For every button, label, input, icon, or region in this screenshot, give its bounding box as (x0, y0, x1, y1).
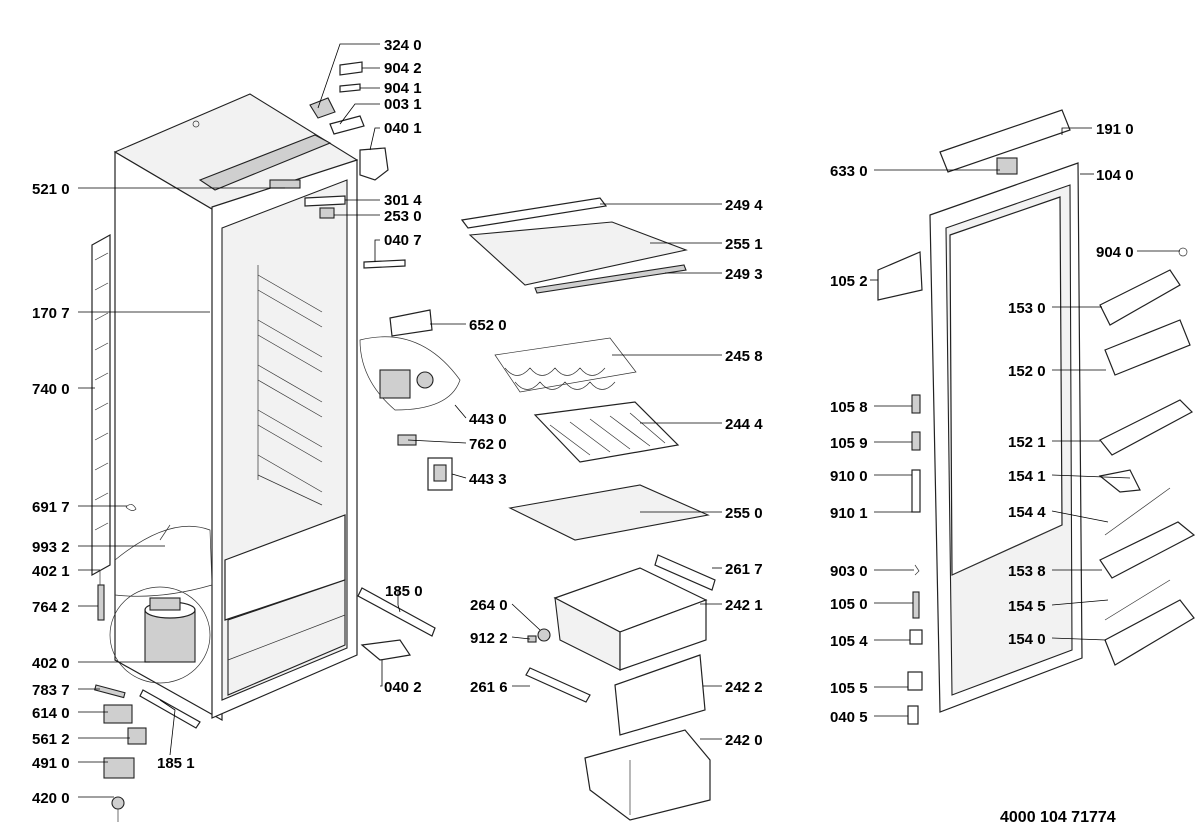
label-242-2: 242 2 (725, 679, 763, 696)
document-number: 4000 104 71774 (1000, 809, 1116, 826)
door-gasket (939, 109, 1071, 173)
condenser-part-740-0 (91, 233, 111, 577)
part-labels: 324 0 904 2 904 1 003 1 040 1 301 4 253 … (32, 37, 1134, 826)
door-bins (1098, 247, 1196, 666)
label-105-9: 105 9 (830, 435, 868, 452)
label-170-7: 170 7 (32, 305, 70, 322)
label-261-6: 261 6 (470, 679, 508, 696)
label-764-2: 764 2 (32, 599, 70, 616)
label-264-0: 264 0 (470, 597, 508, 614)
label-301-4: 301 4 (384, 192, 422, 209)
label-040-1: 040 1 (384, 120, 422, 137)
label-324-0: 324 0 (384, 37, 422, 54)
small-parts-left (94, 504, 201, 822)
label-154-5: 154 5 (1008, 598, 1046, 615)
label-105-0: 105 0 (830, 596, 868, 613)
crisper-drawers (525, 554, 716, 821)
label-245-8: 245 8 (725, 348, 763, 365)
label-903-0: 903 0 (830, 563, 868, 580)
label-491-0: 491 0 (32, 755, 70, 772)
label-904-0: 904 0 (1096, 244, 1134, 261)
label-652-0: 652 0 (469, 317, 507, 334)
label-402-0: 402 0 (32, 655, 70, 672)
label-762-0: 762 0 (469, 436, 507, 453)
label-910-0: 910 0 (830, 468, 868, 485)
label-904-2: 904 2 (384, 60, 422, 77)
label-561-2: 561 2 (32, 731, 70, 748)
label-003-1: 003 1 (384, 96, 422, 113)
label-154-4: 154 4 (1008, 504, 1046, 521)
label-152-0: 152 0 (1008, 363, 1046, 380)
top-parts (269, 61, 406, 269)
label-443-0: 443 0 (469, 411, 507, 428)
label-040-7: 040 7 (384, 232, 422, 249)
label-633-0: 633 0 (830, 163, 868, 180)
label-255-1: 255 1 (725, 236, 763, 253)
label-255-0: 255 0 (725, 505, 763, 522)
label-614-0: 614 0 (32, 705, 70, 722)
label-191-0: 191 0 (1096, 121, 1134, 138)
label-040-5: 040 5 (830, 709, 868, 726)
label-912-2: 912 2 (470, 630, 508, 647)
label-521-0: 521 0 (32, 181, 70, 198)
label-154-0: 154 0 (1008, 631, 1046, 648)
label-185-1: 185 1 (157, 755, 195, 772)
label-249-3: 249 3 (725, 266, 763, 283)
label-105-2: 105 2 (830, 273, 868, 290)
glass-shelf-lower (508, 484, 710, 541)
label-153-8: 153 8 (1008, 563, 1046, 580)
label-904-1: 904 1 (384, 80, 422, 97)
label-244-4: 244 4 (725, 416, 763, 433)
leader-lines (78, 43, 1180, 798)
rails (357, 587, 436, 661)
label-105-8: 105 8 (830, 399, 868, 416)
label-261-7: 261 7 (725, 561, 763, 578)
label-443-3: 443 3 (469, 471, 507, 488)
label-740-0: 740 0 (32, 381, 70, 398)
label-105-5: 105 5 (830, 680, 868, 697)
label-249-4: 249 4 (725, 197, 763, 214)
label-993-2: 993 2 (32, 539, 70, 556)
door-hardware (877, 251, 923, 725)
label-691-7: 691 7 (32, 499, 70, 516)
label-185-0: 185 0 (385, 583, 423, 600)
label-153-0: 153 0 (1008, 300, 1046, 317)
label-152-1: 152 1 (1008, 434, 1046, 451)
label-105-4: 105 4 (830, 633, 868, 650)
door-body (929, 157, 1083, 713)
wire-shelf (533, 401, 680, 463)
glass-shelf-top (460, 197, 688, 294)
label-783-7: 783 7 (32, 682, 70, 699)
cabinet-body (113, 93, 359, 722)
label-104-0: 104 0 (1096, 167, 1134, 184)
fan-and-light-assembly (359, 309, 461, 491)
label-402-1: 402 1 (32, 563, 70, 580)
label-242-0: 242 0 (725, 732, 763, 749)
label-253-0: 253 0 (384, 208, 422, 225)
label-040-2: 040 2 (384, 679, 422, 696)
label-154-1: 154 1 (1008, 468, 1046, 485)
label-420-0: 420 0 (32, 790, 70, 807)
compressor-part-402-0 (109, 586, 211, 684)
wine-rack (494, 337, 637, 393)
label-910-1: 910 1 (830, 505, 868, 522)
label-242-1: 242 1 (725, 597, 763, 614)
